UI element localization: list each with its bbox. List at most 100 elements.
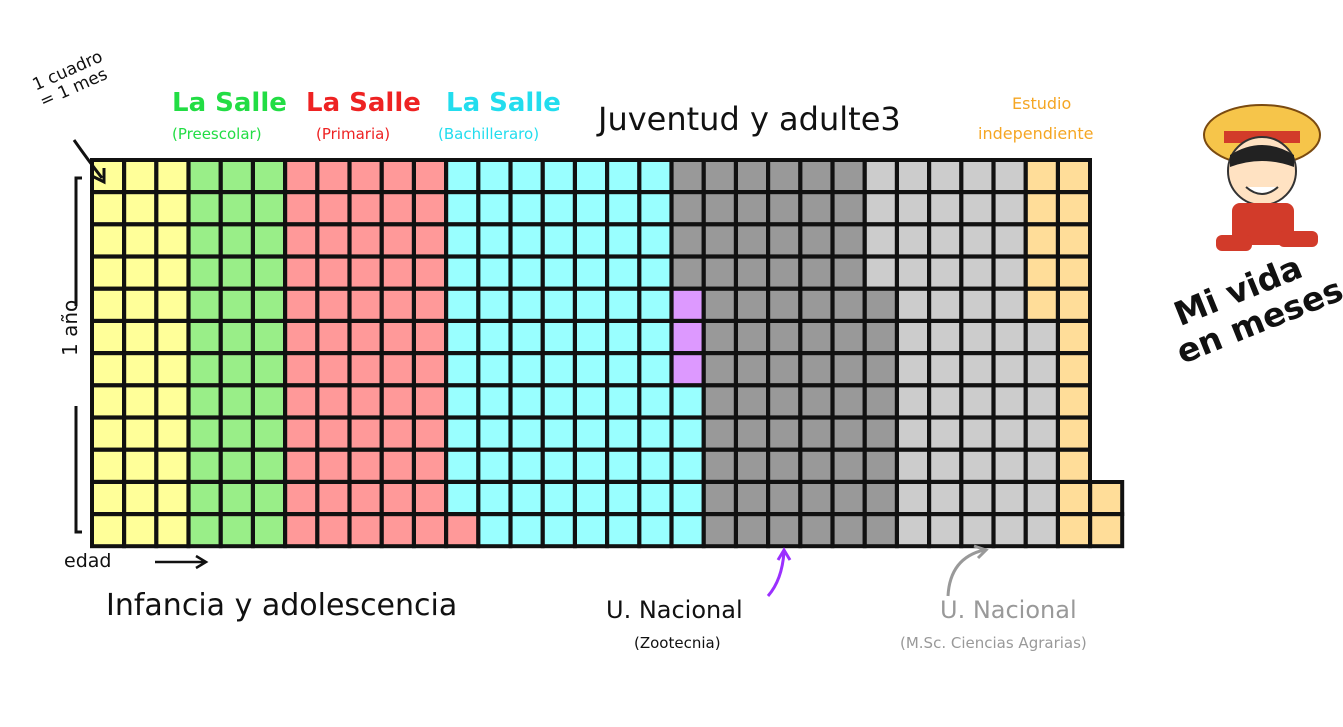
month-cell-bachillerato — [540, 254, 577, 291]
month-cell-primaria — [379, 286, 416, 323]
month-cell-preescolar — [251, 351, 287, 388]
month-cell-infancia — [122, 319, 159, 355]
month-cell-primaria — [412, 447, 448, 484]
month-cell-estudio — [1023, 286, 1060, 323]
month-cell-primaria — [412, 222, 448, 259]
month-cell-zootecnia — [734, 383, 770, 420]
month-cell-msc — [927, 480, 964, 516]
month-cell-estudio — [1056, 222, 1092, 259]
month-cell-primaria — [283, 512, 320, 549]
month-cell-msc — [927, 254, 964, 291]
month-cell-msc — [895, 480, 931, 516]
month-cell-infancia — [90, 254, 126, 291]
month-cell-zootecnia — [798, 158, 835, 194]
month-cell-infancia — [90, 512, 126, 549]
month-cell-zootecnia — [766, 480, 803, 516]
month-cell-bachillerato — [444, 383, 481, 420]
month-cell-bachillerato — [540, 222, 577, 259]
month-cell-zootecnia — [766, 286, 803, 323]
month-cell-infancia — [154, 383, 191, 420]
month-cell-primaria — [379, 480, 416, 516]
month-cell-zootecnia — [701, 222, 738, 259]
month-cell-primaria — [347, 254, 384, 291]
month-cell-primaria — [283, 447, 320, 484]
month-cell-msc — [959, 351, 996, 388]
month-cell-msc — [895, 319, 931, 355]
month-cell-preescolar — [251, 383, 287, 420]
bachillerato-subtitle: (Bachilleraro) — [438, 125, 540, 143]
month-cell-zootecnia — [734, 447, 770, 484]
month-cell-bachillerato — [444, 254, 481, 291]
zootecnia-title: U. Nacional — [606, 596, 743, 624]
month-cell-zootecnia — [798, 415, 835, 452]
unit-arrow — [72, 139, 104, 179]
month-cell-msc — [895, 415, 931, 452]
month-cell-zootecnia — [830, 512, 867, 549]
month-cell-zootecnia — [862, 415, 899, 452]
month-cell-infancia — [122, 286, 159, 323]
month-cell-preescolar — [186, 383, 223, 420]
month-cell-bachillerato — [508, 512, 545, 549]
month-cell-msc — [927, 190, 964, 227]
month-cell-gap — [669, 351, 706, 388]
month-cell-zootecnia — [734, 319, 770, 355]
month-cell-preescolar — [251, 158, 287, 194]
month-cell-infancia — [154, 415, 191, 452]
month-cell-preescolar — [186, 447, 223, 484]
zootecnia-subtitle: (Zootecnia) — [634, 634, 721, 652]
month-cell-msc — [991, 286, 1028, 323]
month-cell-bachillerato — [637, 415, 674, 452]
month-cell-zootecnia — [669, 254, 706, 291]
month-cell-infancia — [154, 254, 191, 291]
month-cell-msc — [959, 222, 996, 259]
month-cell-zootecnia — [798, 190, 835, 227]
month-cell-bachillerato — [444, 351, 481, 388]
month-cell-infancia — [122, 158, 159, 194]
month-cell-bachillerato — [508, 415, 545, 452]
month-cell-primaria — [444, 512, 481, 549]
month-cell-bachillerato — [637, 158, 674, 194]
month-cell-infancia — [154, 222, 191, 259]
month-cell-msc — [1023, 480, 1060, 516]
month-cell-primaria — [283, 158, 320, 194]
month-cell-zootecnia — [734, 480, 770, 516]
month-cell-preescolar — [251, 222, 287, 259]
month-cell-infancia — [154, 512, 191, 549]
msc-title: U. Nacional — [940, 596, 1077, 624]
month-cell-preescolar — [186, 351, 223, 388]
month-cell-bachillerato — [508, 254, 545, 291]
month-cell-zootecnia — [669, 190, 706, 227]
month-cell-estudio — [1056, 351, 1092, 388]
month-cell-estudio — [1023, 254, 1060, 291]
month-cell-msc — [895, 383, 931, 420]
month-cell-bachillerato — [605, 158, 642, 194]
month-cell-bachillerato — [508, 190, 545, 227]
month-cell-bachillerato — [573, 383, 609, 420]
month-cell-bachillerato — [540, 158, 577, 194]
month-cell-estudio — [1056, 190, 1092, 227]
month-cell-msc — [1023, 415, 1060, 452]
month-cell-msc — [991, 190, 1028, 227]
month-cell-primaria — [347, 190, 384, 227]
month-cell-estudio — [1023, 222, 1060, 259]
month-cell-zootecnia — [798, 286, 835, 323]
month-cell-bachillerato — [476, 447, 513, 484]
month-cell-msc — [862, 254, 899, 291]
month-cell-infancia — [122, 351, 159, 388]
month-cell-bachillerato — [508, 447, 545, 484]
month-cell-infancia — [122, 447, 159, 484]
year-bracket — [74, 176, 82, 534]
month-cell-bachillerato — [573, 222, 609, 259]
month-cell-primaria — [347, 512, 384, 549]
month-cell-zootecnia — [830, 480, 867, 516]
month-cell-primaria — [347, 480, 384, 516]
month-cell-msc — [959, 415, 996, 452]
month-cell-estudio — [1056, 319, 1092, 355]
month-cell-primaria — [379, 512, 416, 549]
month-cell-msc — [991, 447, 1028, 484]
month-cell-primaria — [315, 158, 352, 194]
month-cell-msc — [927, 158, 964, 194]
month-cell-primaria — [315, 383, 352, 420]
month-cell-preescolar — [251, 415, 287, 452]
month-cell-zootecnia — [669, 222, 706, 259]
